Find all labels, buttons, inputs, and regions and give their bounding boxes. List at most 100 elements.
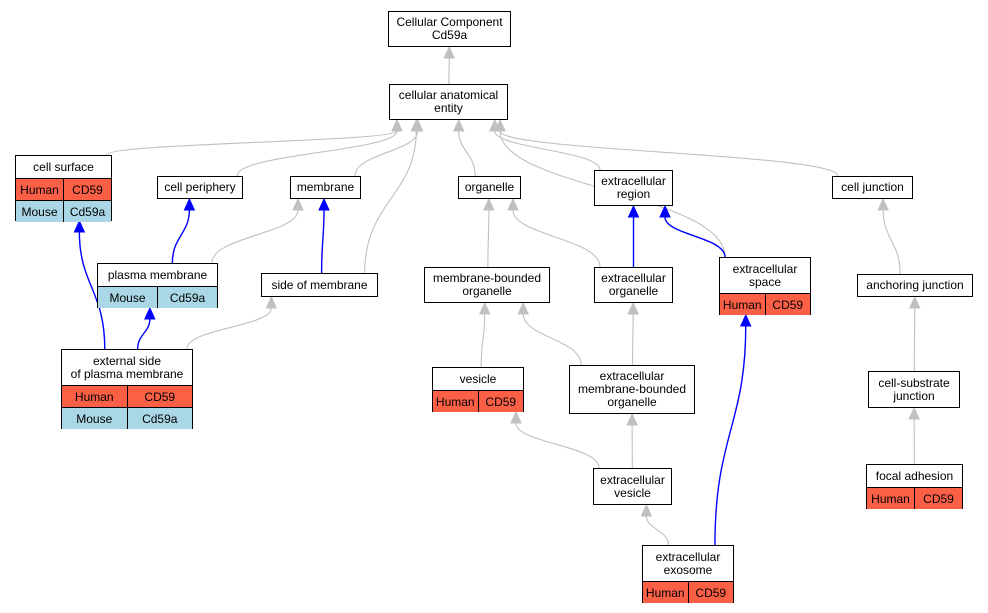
node-label-line: membrane	[296, 180, 355, 194]
is-a-edge	[882, 209, 901, 275]
node-organelle[interactable]: organelle	[458, 176, 521, 199]
part-of-edge	[78, 231, 106, 350]
node-label-line: organelle	[464, 180, 515, 194]
arrowhead-icon	[494, 118, 506, 132]
arrowhead-icon	[877, 197, 889, 211]
arrowhead-icon	[391, 118, 403, 132]
is-a-edge	[105, 130, 398, 156]
part-of-edge	[664, 216, 726, 258]
gene-cell[interactable]: Cd59a	[157, 287, 217, 308]
node-focal-adhesion[interactable]: focal adhesion Human CD59	[866, 464, 963, 509]
part-of-edge	[171, 209, 191, 264]
species-cell: Human	[871, 491, 910, 506]
mouse-annotation-row: Mouse Cd59a	[16, 200, 111, 222]
is-a-edge	[364, 130, 417, 274]
is-a-edge	[522, 313, 582, 366]
arrowhead-icon	[265, 295, 278, 309]
arrowhead-icon	[659, 204, 671, 218]
part-of-edge	[320, 209, 325, 274]
human-annotation-row: Human CD59	[62, 385, 192, 407]
arrowhead-icon	[510, 410, 522, 424]
node-label-line: region	[616, 187, 651, 201]
arrowhead-icon	[318, 197, 330, 211]
arrowhead-icon	[627, 301, 639, 315]
node-label-line: membrane-bounded	[577, 382, 687, 396]
node-label-line: focal adhesion	[875, 468, 954, 483]
gene-cell[interactable]: CD59	[914, 488, 962, 509]
node-label-line: external side	[92, 353, 162, 368]
arrowhead-icon	[517, 301, 530, 315]
node-label-line: junction	[893, 388, 935, 403]
gene-cell[interactable]: CD59	[126, 386, 193, 407]
human-annotation-row: Human CD59	[643, 581, 733, 603]
node-label-line: extracellular	[732, 261, 798, 276]
node-label-line: cellular anatomical	[398, 88, 499, 102]
node-anchoring-junction[interactable]: anchoring junction	[857, 274, 973, 297]
gene-cell[interactable]: CD59	[477, 391, 524, 412]
node-label-line: extracellular	[655, 549, 721, 564]
node-vesicle[interactable]: vesicle Human CD59	[432, 367, 524, 412]
arrowhead-icon	[739, 313, 752, 327]
species-cell: Mouse	[109, 290, 146, 305]
arrowhead-icon	[483, 197, 495, 211]
arrowhead-icon	[144, 306, 156, 320]
arrowhead-icon	[507, 197, 519, 211]
node-cell-junction[interactable]: cell junction	[832, 176, 913, 199]
arrowhead-icon	[908, 295, 921, 309]
arrowhead-icon	[626, 412, 638, 426]
node-plasma-membrane[interactable]: plasma membrane Mouse Cd59a	[97, 263, 218, 308]
gene-cell[interactable]: CD59	[63, 179, 111, 200]
node-label-line: Cd59a	[431, 28, 468, 42]
human-annotation-row: Human CD59	[867, 487, 962, 509]
arrowhead-icon	[73, 219, 86, 233]
arrowhead-icon	[627, 204, 640, 218]
gene-cell[interactable]: CD59	[764, 294, 811, 315]
gene-cell[interactable]: Cd59a	[126, 408, 193, 429]
human-annotation-row: Human CD59	[16, 178, 111, 200]
is-a-edge	[512, 209, 601, 268]
node-label-line: of plasma membrane	[70, 366, 184, 381]
is-a-edge	[487, 209, 490, 268]
mouse-annotation-row: Mouse Cd59a	[98, 286, 217, 308]
mouse-annotation-row: Mouse Cd59a	[62, 407, 192, 429]
arrowhead-icon	[292, 197, 304, 211]
arrowhead-icon	[640, 503, 653, 517]
is-a-edge	[186, 307, 272, 350]
node-label-line: membrane-bounded	[432, 271, 542, 285]
part-of-edge	[714, 325, 747, 546]
is-a-edge	[645, 515, 670, 546]
species-cell: Human	[645, 585, 685, 600]
node-membrane[interactable]: membrane	[290, 176, 361, 199]
node-cell-periphery[interactable]: cell periphery	[157, 176, 243, 199]
node-label-line: extracellular	[600, 472, 665, 487]
node-label-line: organelle	[608, 284, 659, 298]
node-label-line: vesicle	[459, 371, 497, 386]
node-label-line: exosome	[663, 562, 713, 577]
node-label-line: space	[748, 274, 782, 289]
node-label-line: cell surface	[33, 159, 94, 174]
node-label-line: organelle	[462, 284, 512, 298]
node-label-line: cell junction	[841, 180, 904, 194]
arrowhead-icon	[478, 301, 491, 315]
node-side-of-membrane[interactable]: side of membrane	[261, 273, 378, 297]
is-a-edge	[499, 130, 839, 177]
node-label-line: extracellular	[601, 174, 666, 188]
node-label-line: side of membrane	[271, 277, 368, 292]
node-cell-surface[interactable]: cell surface Human CD59 Mouse Cd59a	[15, 155, 112, 222]
gene-cell[interactable]: CD59	[687, 582, 734, 603]
gene-cell[interactable]: Cd59a	[63, 201, 111, 222]
species-cell: Human	[74, 389, 114, 404]
